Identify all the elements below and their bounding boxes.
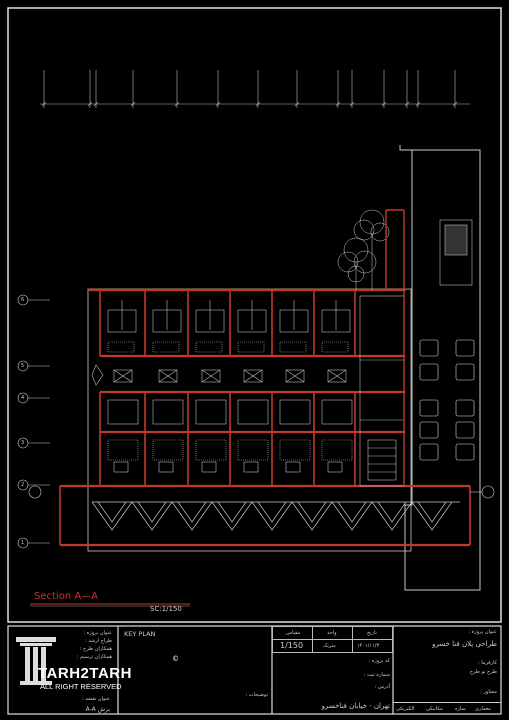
logo-rights: ALL RIGHT RESERVED: [40, 682, 122, 691]
grid-marker-label: 3: [21, 440, 25, 446]
section-title: Section A—A: [34, 591, 99, 602]
tree-elevation: [337, 209, 390, 290]
discipline-architecture: معماری: [475, 706, 491, 712]
tb-header-unit: واحد: [327, 630, 337, 636]
discipline-mechanical: مکانیکی: [426, 706, 443, 712]
tb-address-label: آدرس :: [374, 684, 390, 690]
floor-slabs: [60, 288, 470, 547]
tb-header-date: تاریخ: [367, 630, 377, 636]
tb-address-value: تهران - خیابان فناخسرو: [321, 702, 390, 710]
tb-unit-value: متریک: [323, 643, 336, 649]
discipline-structure: سازه: [455, 706, 466, 712]
grid-marker-label: 5: [21, 363, 25, 369]
discipline-electrical: الکتریکی: [396, 706, 415, 712]
logo-text: TARH2TARH: [38, 665, 132, 682]
tb-disciplines: الکتریکی مکانیکی سازه معماری: [393, 702, 501, 715]
tb-sheet-title-value: برش A-A: [85, 706, 110, 713]
tb-notes-label: توضیحات :: [245, 692, 268, 698]
key-plan-label: KEY PLAN: [124, 630, 156, 638]
tb-date-value: ۱۴۰۱/۱۱/۳: [357, 643, 380, 649]
logo: [12, 633, 116, 691]
sheet-border: [7, 7, 502, 623]
tb-middle: [272, 626, 393, 714]
grid-marker-label: 2: [21, 482, 25, 488]
tb-left-role-1: طراح ارشد :: [85, 638, 112, 644]
tb-left-role-2: همکاران طرح :: [79, 646, 112, 652]
grid-marker-label: 4: [21, 395, 25, 401]
tb-project-value: طراحی پلان فنا خسرو: [432, 640, 497, 648]
tb-left-role-3: همکاران ترسیم :: [76, 654, 112, 660]
room-fixtures: [91, 300, 353, 473]
level-markers: [17, 294, 50, 549]
grid-marker-label: 6: [21, 297, 25, 303]
tb-scale-value: 1/150: [280, 641, 304, 650]
scale-note: SC:1/150: [150, 605, 182, 613]
tb-employer-label: کارفرما :: [478, 660, 497, 666]
parking-cars: [419, 339, 475, 461]
tb-consultant-label: مشاور :: [480, 689, 497, 695]
title-block-frame: [7, 625, 502, 715]
tb-employer-value: طرح تو طرح: [469, 669, 497, 675]
tb-header-scale: مقیاس: [286, 630, 301, 636]
logo-registered: ©: [172, 655, 179, 663]
tb-reg-label: شماره ثبت :: [363, 672, 390, 678]
tb-left-project-label: عنوان پروژه :: [83, 630, 112, 636]
tb-code-label: کد پروژه :: [368, 658, 390, 664]
right-wall: [399, 145, 481, 591]
column-logo-icon: [16, 637, 56, 685]
tb-sheet-title-label: عنوان نقشه :: [81, 696, 110, 702]
roof-structure: [385, 209, 405, 486]
grid-marker-label: 1: [21, 540, 25, 546]
tb-project-label: عنوان پروژه :: [468, 629, 497, 635]
columns: [59, 290, 471, 545]
ground-floor-trusses: [91, 501, 460, 531]
dimension-line-top: [40, 70, 470, 108]
